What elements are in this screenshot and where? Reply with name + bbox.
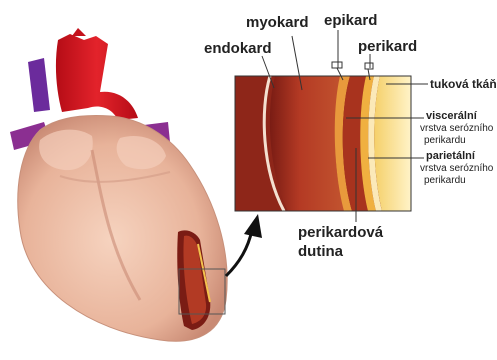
label-perikardova: perikardová	[298, 224, 383, 241]
epikard-marker	[332, 62, 342, 68]
label-visceralni: viscerální	[426, 110, 477, 122]
label-dutina: dutina	[298, 243, 343, 260]
heart	[18, 116, 227, 342]
wall-cross-section	[235, 76, 411, 211]
perikard-marker	[365, 63, 373, 69]
label-visceralni-desc-2: perikardu	[424, 135, 466, 146]
label-parietalni: parietální	[426, 150, 475, 162]
zoom-arrow-head	[244, 214, 262, 238]
aorta-branch	[72, 28, 86, 36]
label-myokard: myokard	[246, 14, 309, 31]
vena-cava-superior	[28, 58, 50, 112]
label-perikard: perikard	[358, 38, 417, 55]
label-visceralni-desc-1: vrstva serózního	[420, 123, 493, 134]
myocardium	[270, 76, 345, 211]
label-tukova-tkan: tuková tkáň	[430, 77, 497, 91]
label-endokard: endokard	[204, 40, 272, 57]
aorta	[56, 34, 138, 120]
zoom-arrow	[226, 230, 252, 276]
label-parietalni-desc-2: perikardu	[424, 175, 466, 186]
label-epikard: epikard	[324, 12, 377, 29]
fat-tissue	[374, 76, 411, 211]
label-parietalni-desc-1: vrstva serózního	[420, 163, 493, 174]
